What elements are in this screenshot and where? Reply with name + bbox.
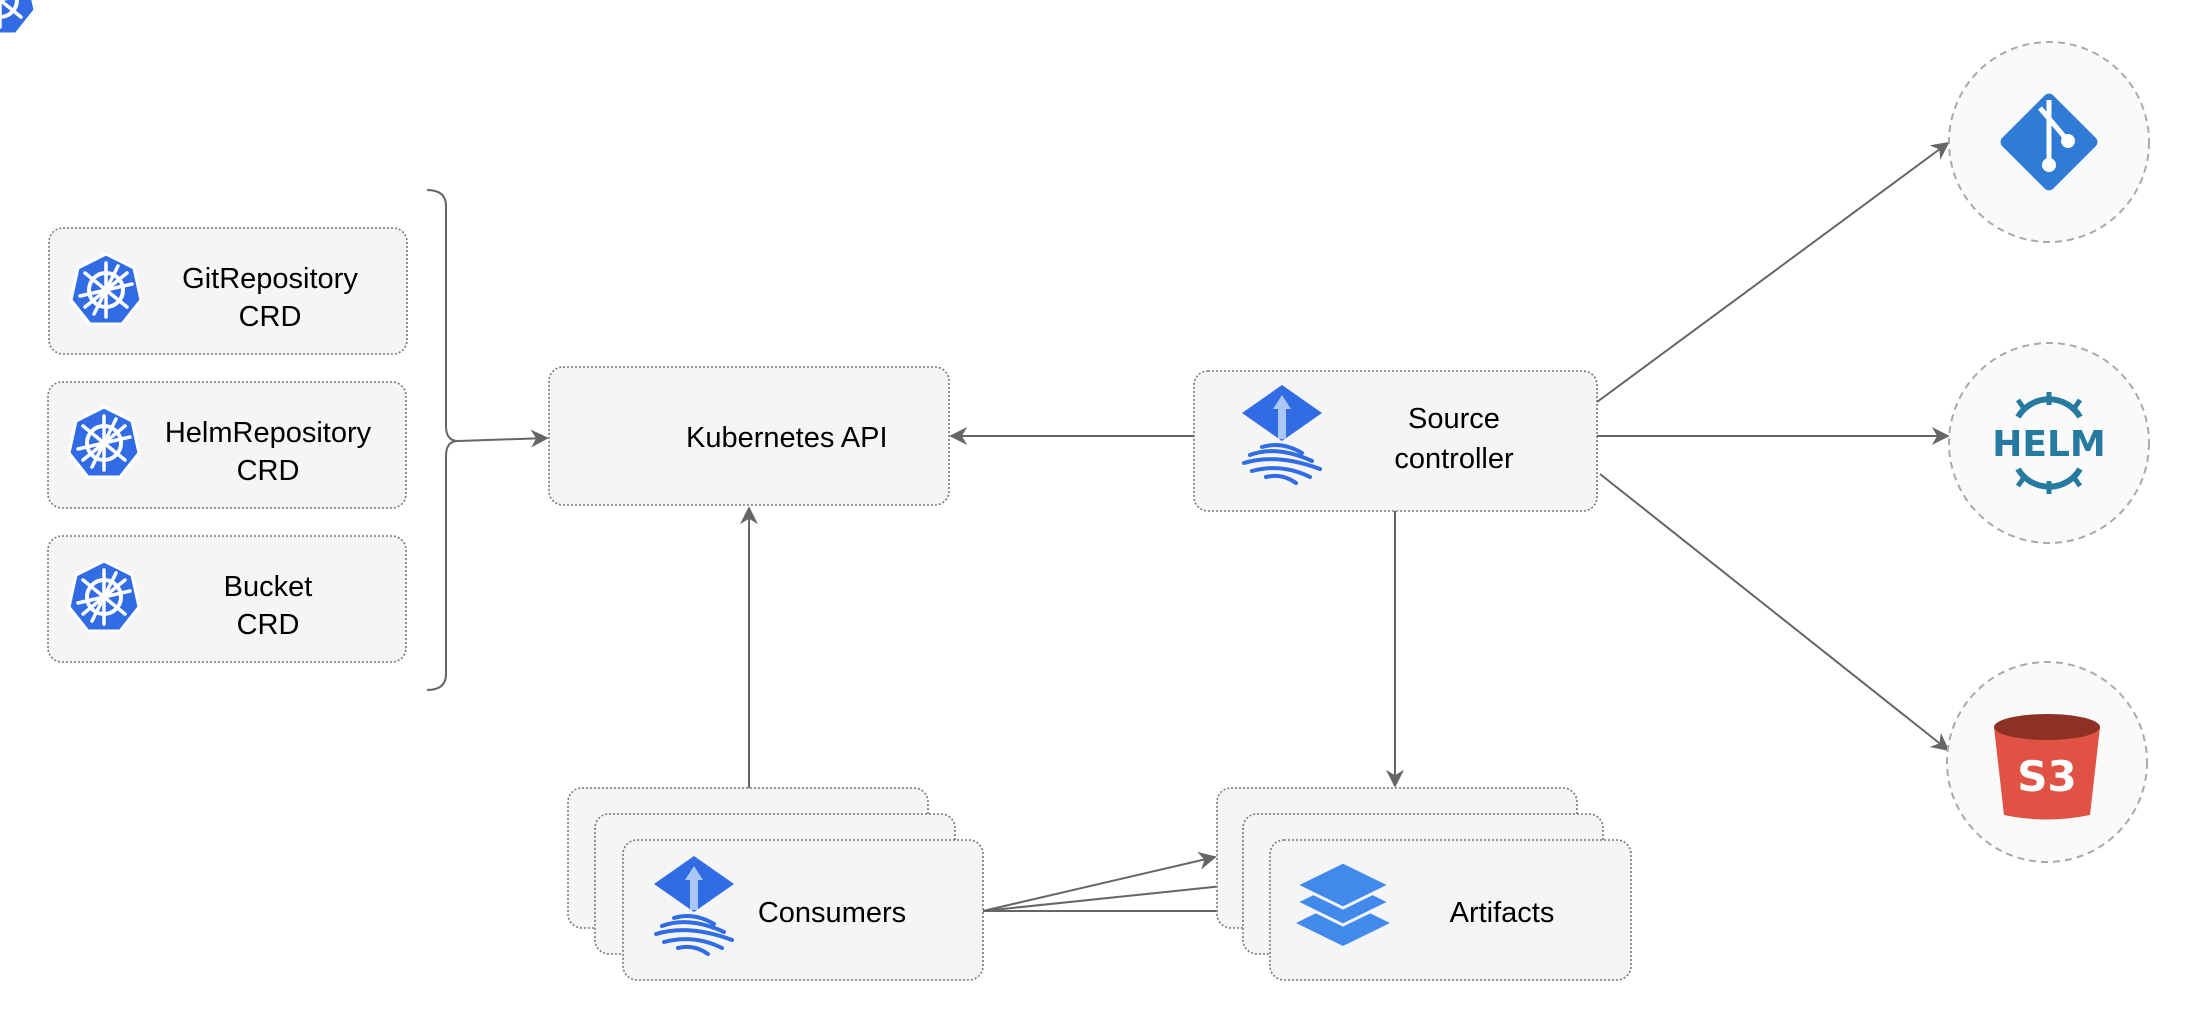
node-artifacts[interactable]: Artifacts — [1216, 787, 1632, 981]
node-label-line2: controller — [1394, 443, 1514, 475]
git-icon — [2000, 93, 2098, 191]
node-source-controller[interactable]: Source controller — [1193, 370, 1598, 512]
helm-logo-text: HELM — [1992, 424, 2105, 465]
node-label-line2: CRD — [239, 301, 302, 333]
node-bucket-crd[interactable]: Bucket CRD — [47, 535, 407, 663]
s3-logo-text: S3 — [2017, 752, 2076, 801]
node-label-line2: CRD — [237, 455, 300, 487]
edge-consumers-to-artifacts-2 — [982, 876, 1244, 912]
node-git[interactable] — [1948, 41, 2150, 243]
node-label-line1: Bucket — [224, 571, 313, 603]
node-s3[interactable]: S3 — [1946, 661, 2148, 863]
node-label-line1: GitRepository — [182, 263, 358, 295]
node-consumers[interactable]: Consumers — [567, 787, 984, 981]
node-helm[interactable]: HELM — [1948, 342, 2150, 544]
node-kubernetes-api[interactable]: Kubernetes API — [0, 0, 950, 506]
helm-icon: HELM — [1992, 392, 2106, 494]
crd-brace — [426, 189, 459, 691]
layers-icon — [1292, 860, 1394, 946]
edge-source-controller-to-s3 — [1599, 473, 1950, 752]
node-label: Artifacts — [1450, 897, 1555, 929]
edge-crds-to-kubernetes-api — [457, 429, 549, 448]
kubernetes-icon — [0, 0, 37, 36]
s3-icon: S3 — [1994, 714, 2100, 820]
node-label: Consumers — [758, 897, 906, 929]
edge-source-controller-to-git — [1596, 141, 1950, 403]
edge-consumers-to-artifacts-1 — [982, 851, 1217, 912]
edges — [426, 141, 1950, 920]
node-label-line1: Source — [1408, 403, 1500, 435]
node-label: Kubernetes API — [686, 422, 888, 454]
node-git-repository-crd[interactable]: GitRepository CRD — [48, 227, 408, 355]
node-helm-repository-crd[interactable]: HelmRepository CRD — [47, 381, 407, 509]
node-label-line1: HelmRepository — [165, 417, 372, 449]
node-label-line2: CRD — [237, 609, 300, 641]
